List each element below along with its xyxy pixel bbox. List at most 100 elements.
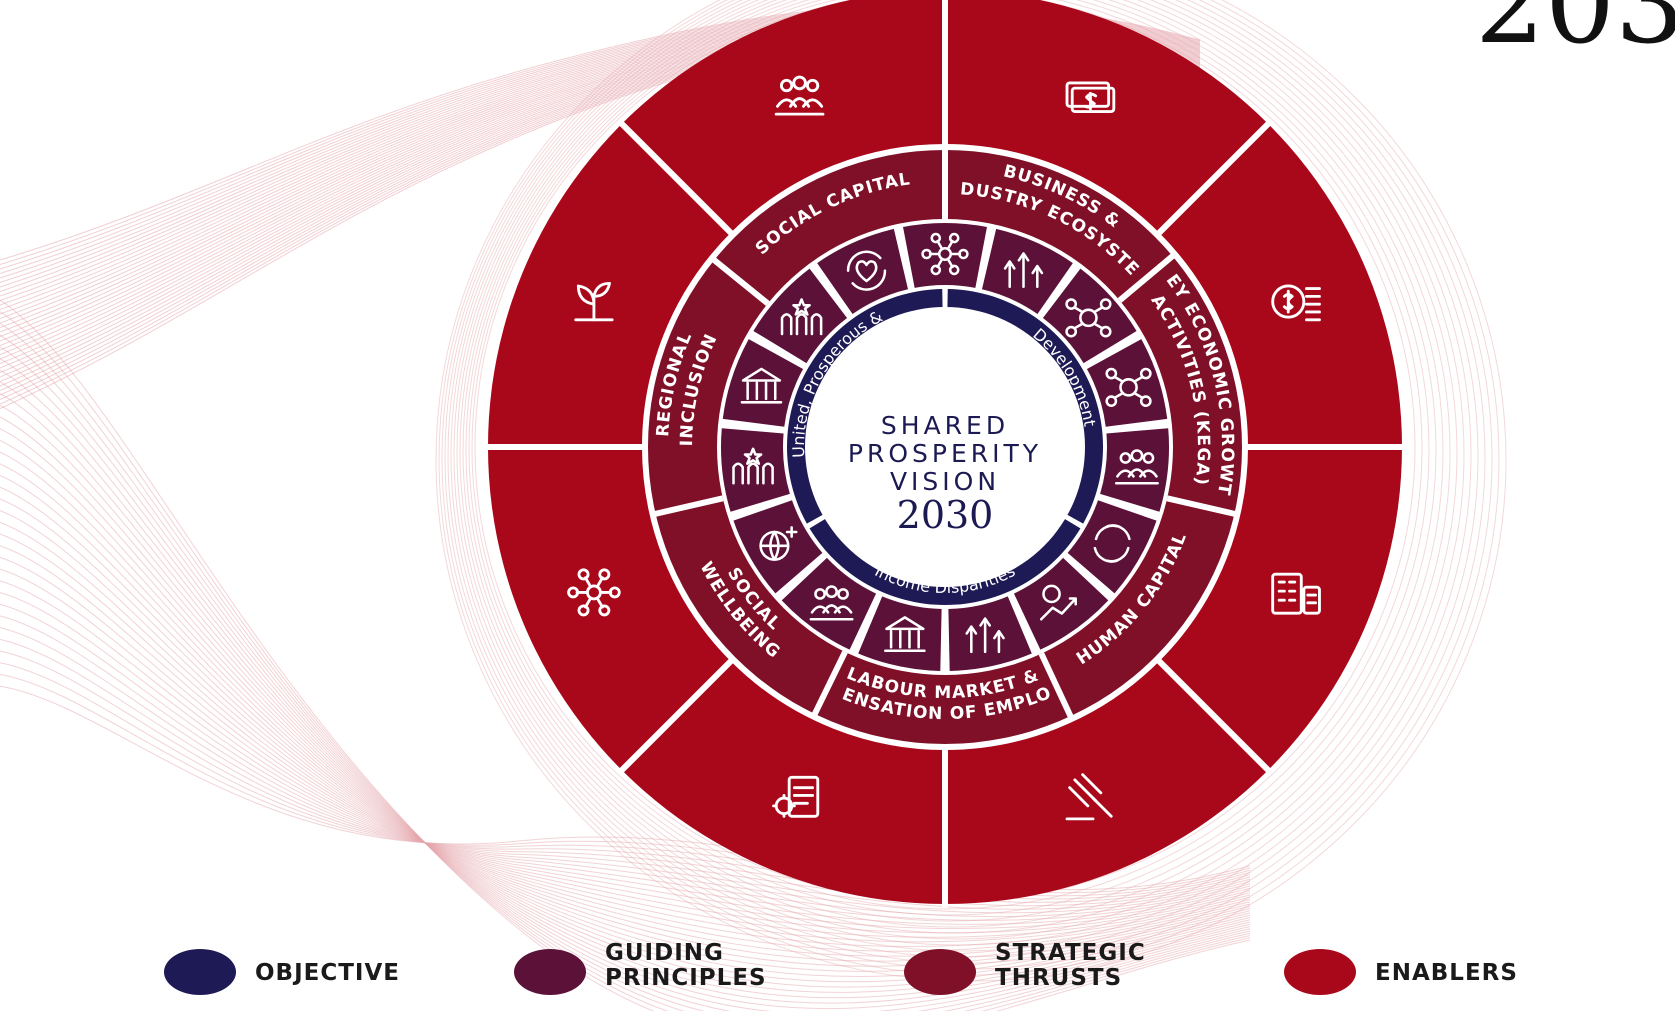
thrust-divider xyxy=(1038,652,1075,720)
wave-line xyxy=(0,346,1251,1011)
wave-line xyxy=(0,568,1251,925)
wave-line xyxy=(0,299,1251,1011)
wave-ring xyxy=(462,0,1444,928)
gavel-icon xyxy=(1065,773,1113,821)
thrust-divider xyxy=(1166,495,1238,518)
coins-stack-icon xyxy=(1271,284,1321,322)
joined-hands-circle-icon xyxy=(1093,524,1131,563)
person-network-icon xyxy=(1105,367,1152,408)
wave-line xyxy=(0,393,1251,999)
network-nodes-icon xyxy=(921,232,969,276)
principle-segment xyxy=(722,339,804,427)
converging-arrows-icon xyxy=(965,617,1005,654)
enabler-divider xyxy=(1155,657,1273,775)
wave-line xyxy=(0,592,1251,918)
wave-line xyxy=(0,334,1251,1011)
globe-sparkle-icon xyxy=(759,526,798,561)
wave-line xyxy=(0,498,1251,952)
principle-segment xyxy=(981,228,1073,314)
wave-line xyxy=(0,521,1251,943)
legend-label: ENABLERS xyxy=(1375,960,1518,986)
wave-line xyxy=(0,603,1251,914)
documents-gear-icon xyxy=(772,775,820,818)
people-book-icon xyxy=(1114,449,1159,485)
principle-segment xyxy=(1042,268,1137,364)
center-line-1: SHARED xyxy=(881,411,1009,440)
wave-line xyxy=(0,545,1251,934)
guiding-principles-ring xyxy=(717,219,1173,675)
legend-label: GUIDING xyxy=(605,940,724,966)
wave-ring xyxy=(456,0,1458,940)
center-circle xyxy=(805,307,1085,587)
institution-pillars-icon xyxy=(740,367,783,404)
money-bills-icon xyxy=(1065,81,1116,113)
enabler-divider xyxy=(617,657,735,775)
legend-swatch xyxy=(1284,949,1356,995)
wave-line xyxy=(0,428,1251,983)
principle-segment xyxy=(781,557,877,650)
wave-ring xyxy=(471,0,1423,910)
wave-line xyxy=(0,486,1251,957)
wave-line xyxy=(0,416,1251,988)
connected-nodes-icon xyxy=(567,568,621,617)
dollar-growth-chart-icon xyxy=(1039,584,1077,621)
legend-label: PRINCIPLES xyxy=(605,965,767,991)
wave-ring xyxy=(465,0,1437,922)
wave-ring xyxy=(459,0,1451,934)
thrust-divider xyxy=(1117,252,1176,303)
principle-segment xyxy=(720,428,790,512)
wave-line xyxy=(0,404,1251,993)
heart-cycle-icon xyxy=(846,250,887,291)
puzzle-hands-icon xyxy=(780,298,823,336)
wave-line xyxy=(0,311,1251,1011)
office-buildings-icon xyxy=(1271,572,1321,615)
wave-line xyxy=(0,533,1251,938)
dollar-network-icon xyxy=(1065,298,1112,338)
government-building-icon xyxy=(884,616,926,652)
wave-line xyxy=(0,463,1251,967)
people-group-icon xyxy=(809,585,854,621)
principle-segment xyxy=(1067,500,1157,594)
wave-line xyxy=(0,358,1251,1011)
legend-swatch xyxy=(904,949,976,995)
enabler-inner-border xyxy=(642,144,1248,750)
center-vision: SHARED PROSPERITY VISION 2030 xyxy=(805,307,1085,587)
wave-line xyxy=(0,322,1251,1011)
objective-segment xyxy=(809,502,1081,605)
wave-ring xyxy=(450,0,1472,952)
enabler-divider xyxy=(617,119,735,237)
thrust-divider xyxy=(710,256,770,306)
corner-year-title: 2030 xyxy=(1475,0,1675,68)
wave-line xyxy=(0,580,1251,921)
wave-line xyxy=(0,475,1251,962)
wave-line xyxy=(0,381,1251,1004)
thrust-divider xyxy=(652,495,724,518)
legend-swatch xyxy=(514,949,586,995)
wave-line xyxy=(0,627,1251,907)
wave-line xyxy=(0,369,1251,1010)
center-year: 2030 xyxy=(897,493,994,537)
wave-line xyxy=(0,451,1251,972)
wave-line xyxy=(0,510,1251,947)
center-line-3: VISION xyxy=(890,467,1000,496)
legend-swatch xyxy=(164,949,236,995)
legend-label: OBJECTIVE xyxy=(255,960,400,986)
wave-line xyxy=(0,650,1251,900)
legend-label: THRUSTS xyxy=(995,965,1122,991)
plant-hand-icon xyxy=(574,281,614,322)
principle-segment xyxy=(948,596,1032,671)
wave-line xyxy=(0,439,1251,978)
thrust-divider xyxy=(811,650,848,718)
wave-ring xyxy=(453,0,1465,946)
community-people-icon xyxy=(774,75,825,116)
raised-hands-star-icon xyxy=(732,447,774,485)
wave-ring xyxy=(468,0,1430,916)
growth-arrows-icon xyxy=(1003,252,1044,289)
principle-segment xyxy=(817,228,909,314)
legend-label: STRATEGIC xyxy=(995,940,1146,966)
principle-segment xyxy=(903,223,987,288)
enabler-divider xyxy=(1155,119,1273,237)
